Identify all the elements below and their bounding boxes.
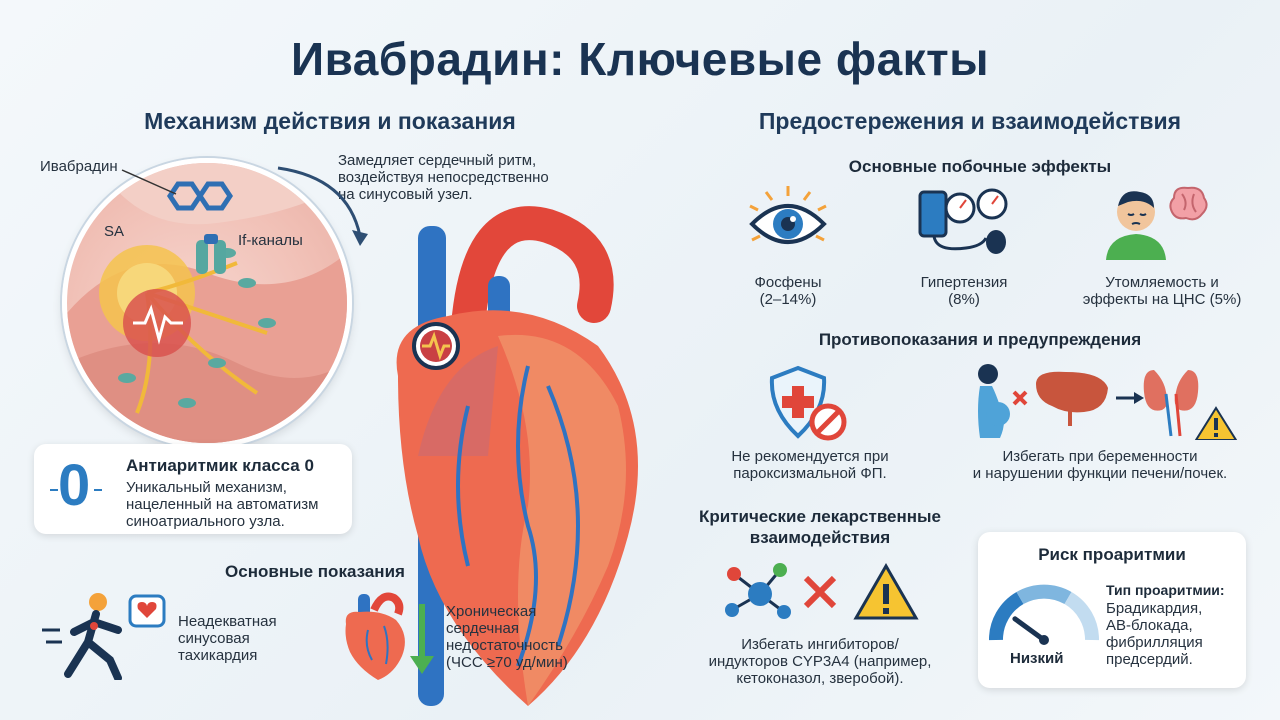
proarrhythmia-risk-card [978,532,1246,688]
fatigue-brain-icon [1106,186,1208,260]
zero-badge-icon [50,489,102,491]
indications-heading: Основные показания [225,562,405,581]
drug-label: Ивабрадин [40,158,118,175]
contra-pregnancy-liver-kidney: Избегать при беременности и нарушении фу… [972,448,1228,482]
page-title: Ивабрадин: Ключевые факты [291,33,989,85]
callout-arrow-icon [277,166,368,246]
interaction-cyp3a4: Избегать ингибиторов/ индукторов CYP3A4 … [708,636,932,687]
class-title: Антиаритмик класса 0 [126,456,314,475]
side-effect-hypertension: Гипертензия (8%) [920,274,1008,308]
running-person-icon [42,593,166,680]
side-effects-heading: Основные побочные эффекты [848,157,1112,176]
proarrhythmia-type-heading: Тип проаритмии: [1106,582,1225,598]
class-description: Уникальный механизм, нацеленный на автом… [126,479,319,530]
contraindications-heading: Противопоказания и предупреждения [818,330,1142,349]
shield-prohibited-icon [769,365,847,441]
contra-paroxysmal-af: Не рекомендуется при пароксизмальной ФП. [731,448,889,482]
risk-heading: Риск проаритмии [1038,545,1186,564]
blood-pressure-icon [918,188,1008,254]
class-0-card [34,444,352,534]
side-effect-phosphenes: Фосфены (2–14%) [754,274,822,308]
precautions-heading: Предостережения и взаимодействия [758,108,1182,134]
heart-failure-icon [345,592,434,680]
molecule-icon [166,181,234,211]
interaction-icons [725,562,919,620]
class-digit: 0 [58,453,91,518]
pregnancy-liver-kidney-icons [978,364,1238,440]
if-channel-icon [196,234,226,274]
proarrhythmia-types: Брадикардия, АВ-блокада, фибрилляция пре… [1106,600,1203,668]
risk-level: Низкий [1010,650,1064,667]
drug-pointer-line [121,169,177,195]
indication-heart-failure: Хроническая сердечная недостаточность (Ч… [446,603,568,671]
side-effect-fatigue-cns: Утомляемость и эффекты на ЦНС (5%) [1082,274,1242,308]
risk-gauge [988,584,1100,645]
sa-node-illustration [67,163,347,443]
mechanism-callout: Замедляет сердечный ритм, воздействуя не… [338,152,549,203]
mechanism-heading: Механизм действия и показания [144,108,516,134]
gauge-needle [1012,616,1047,643]
sa-label: SA [104,223,125,240]
eye-icon [749,186,827,244]
indication-sinus-tachycardia: Неадекватная синусовая тахикардия [178,613,277,664]
interactions-heading: Критические лекарственные взаимодействия [698,507,942,547]
if-channels-label: If-каналы [238,232,303,249]
